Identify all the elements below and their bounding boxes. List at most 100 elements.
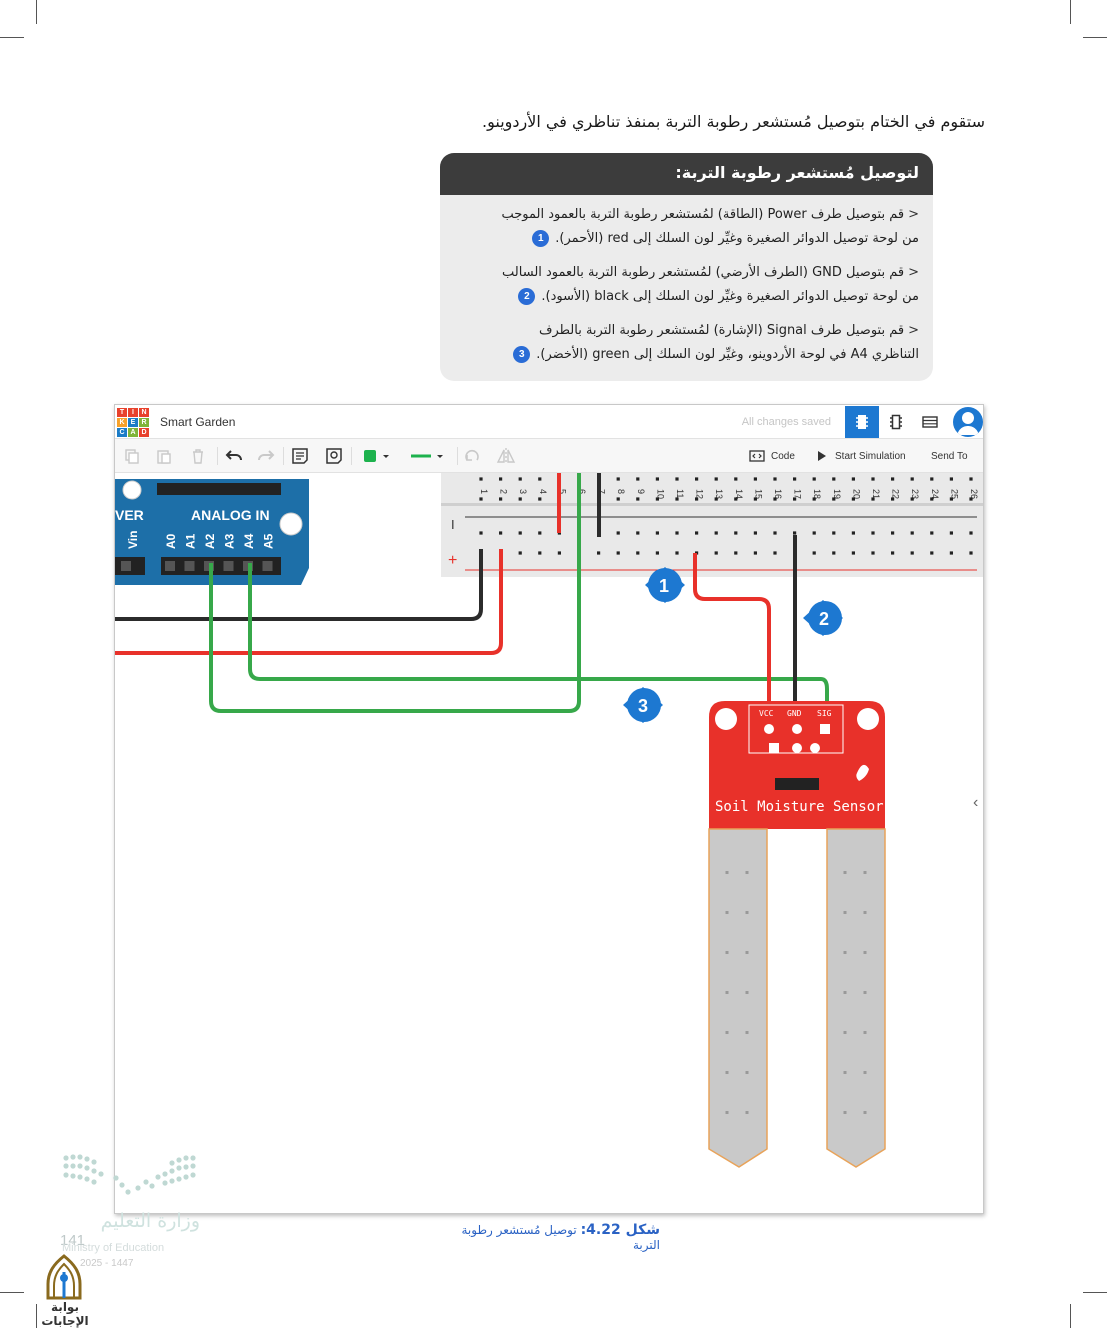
breadboard-hole[interactable] (871, 551, 875, 555)
breadboard-hole[interactable] (538, 551, 542, 555)
breadboard-hole[interactable] (930, 497, 934, 501)
breadboard-hole[interactable] (851, 477, 855, 481)
rotate-button[interactable] (461, 446, 483, 466)
breadboard-hole[interactable] (714, 531, 718, 535)
breadboard-hole[interactable] (930, 477, 934, 481)
breadboard-hole[interactable] (969, 497, 973, 501)
arduino-analog-socket[interactable] (184, 561, 195, 571)
breadboard-hole[interactable] (851, 551, 855, 555)
breadboard-hole[interactable] (871, 497, 875, 501)
breadboard-hole[interactable] (518, 531, 522, 535)
breadboard-hole[interactable] (891, 497, 895, 501)
breadboard-hole[interactable] (891, 477, 895, 481)
breadboard-hole[interactable] (812, 497, 816, 501)
breadboard-hole[interactable] (812, 551, 816, 555)
breadboard-hole[interactable] (910, 497, 914, 501)
breadboard-hole[interactable] (499, 477, 503, 481)
sensor-pin-vcc[interactable] (764, 724, 774, 734)
breadboard-hole[interactable] (557, 551, 561, 555)
breadboard-hole[interactable] (538, 531, 542, 535)
breadboard-hole[interactable] (518, 551, 522, 555)
arduino-analog-socket[interactable] (223, 561, 234, 571)
breadboard-hole[interactable] (675, 477, 679, 481)
breadboard-hole[interactable] (734, 477, 738, 481)
sensor-pin-gnd[interactable] (792, 724, 802, 734)
breadboard-hole[interactable] (753, 531, 757, 535)
arduino-analog-socket[interactable] (262, 561, 273, 571)
breadboard-hole[interactable] (949, 497, 953, 501)
breadboard-hole[interactable] (714, 477, 718, 481)
breadboard-hole[interactable] (655, 531, 659, 535)
breadboard-hole[interactable] (910, 477, 914, 481)
breadboard-hole[interactable] (832, 551, 836, 555)
list-view-button[interactable] (913, 406, 947, 438)
delete-button[interactable] (187, 446, 209, 466)
breadboard-hole[interactable] (616, 497, 620, 501)
breadboard-hole[interactable] (616, 551, 620, 555)
send-to-button[interactable]: Send To (931, 445, 968, 467)
breadboard-hole[interactable] (773, 551, 777, 555)
breadboard-hole[interactable] (753, 497, 757, 501)
breadboard-hole[interactable] (518, 477, 522, 481)
breadboard-hole[interactable] (734, 551, 738, 555)
breadboard-hole[interactable] (538, 497, 542, 501)
breadboard-hole[interactable] (832, 477, 836, 481)
notes-button[interactable] (289, 446, 311, 466)
breadboard-hole[interactable] (538, 477, 542, 481)
breadboard-hole[interactable] (949, 531, 953, 535)
breadboard-hole[interactable] (969, 531, 973, 535)
arduino-analog-socket[interactable] (165, 561, 175, 571)
breadboard-hole[interactable] (949, 477, 953, 481)
black-wire-ground[interactable] (115, 549, 483, 621)
breadboard-hole[interactable] (851, 531, 855, 535)
breadboard-hole[interactable] (753, 551, 757, 555)
breadboard-hole[interactable] (479, 477, 483, 481)
breadboard-hole[interactable] (969, 551, 973, 555)
code-button[interactable]: Code (749, 445, 795, 467)
breadboard-hole[interactable] (773, 477, 777, 481)
flip-button[interactable] (495, 446, 517, 466)
breadboard-hole[interactable] (832, 497, 836, 501)
breadboard-hole[interactable] (930, 551, 934, 555)
breadboard-hole[interactable] (479, 531, 483, 535)
breadboard-hole[interactable] (734, 497, 738, 501)
breadboard-hole[interactable] (891, 551, 895, 555)
breadboard-hole[interactable] (871, 531, 875, 535)
breadboard-hole[interactable] (851, 497, 855, 501)
breadboard-hole[interactable] (675, 497, 679, 501)
breadboard-hole[interactable] (636, 477, 640, 481)
breadboard-hole[interactable] (793, 531, 797, 535)
start-simulation-button[interactable]: Start Simulation (817, 445, 906, 467)
breadboard-hole[interactable] (871, 477, 875, 481)
notes-visibility-button[interactable] (323, 446, 345, 466)
breadboard-hole[interactable] (616, 477, 620, 481)
breadboard-hole[interactable] (636, 551, 640, 555)
breadboard[interactable] (441, 473, 984, 577)
breadboard-hole[interactable] (479, 497, 483, 501)
breadboard-hole[interactable] (949, 551, 953, 555)
breadboard-hole[interactable] (969, 477, 973, 481)
breadboard-hole[interactable] (695, 497, 699, 501)
breadboard-hole[interactable] (675, 551, 679, 555)
breadboard-hole[interactable] (655, 477, 659, 481)
breadboard-hole[interactable] (793, 477, 797, 481)
arduino-power-socket[interactable] (121, 561, 131, 571)
breadboard-hole[interactable] (793, 497, 797, 501)
undo-button[interactable] (223, 446, 245, 466)
breadboard-hole[interactable] (812, 531, 816, 535)
panel-toggle-chevron-icon[interactable]: ‹ (973, 794, 978, 811)
redo-button[interactable] (255, 446, 277, 466)
soil-moisture-sensor[interactable] (709, 701, 885, 829)
breadboard-hole[interactable] (910, 531, 914, 535)
component-view-button[interactable] (879, 406, 913, 438)
breadboard-hole[interactable] (930, 531, 934, 535)
breadboard-hole[interactable] (753, 477, 757, 481)
red-wire-power[interactable] (115, 549, 503, 655)
breadboard-hole[interactable] (499, 531, 503, 535)
paste-button[interactable] (153, 446, 175, 466)
green-wire-a2[interactable] (209, 473, 581, 713)
breadboard-hole[interactable] (636, 497, 640, 501)
breadboard-hole[interactable] (675, 531, 679, 535)
breadboard-hole[interactable] (518, 497, 522, 501)
